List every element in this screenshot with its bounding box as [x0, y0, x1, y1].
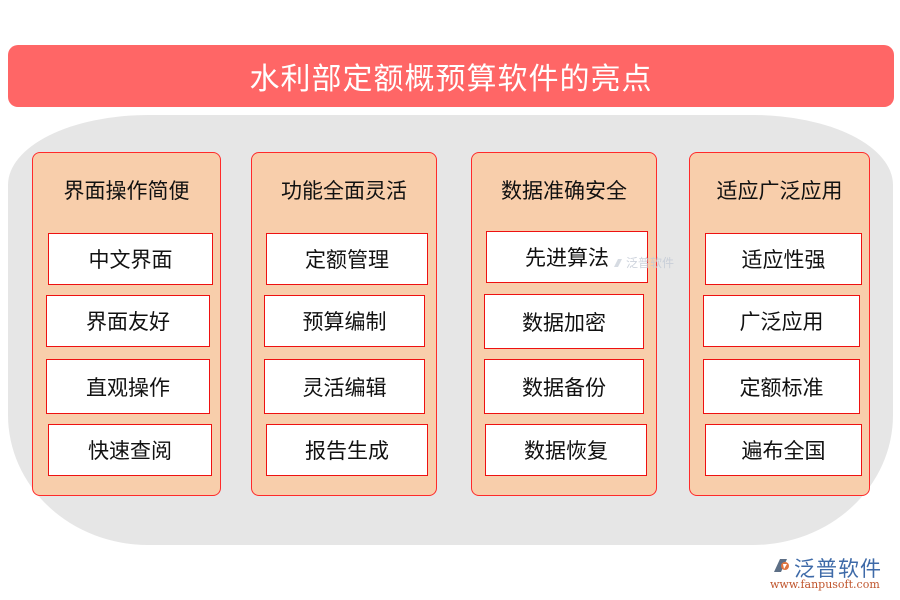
column-header: 数据准确安全	[501, 179, 627, 203]
column-header: 适应广泛应用	[716, 179, 843, 203]
brand-logo: 泛普软件 www.fanpusoft.com	[770, 553, 894, 593]
column-interface: 界面操作简便 中文界面 界面友好 直观操作 快速查阅	[32, 152, 221, 496]
column-header: 功能全面灵活	[281, 179, 407, 203]
feature-item: 数据加密	[484, 294, 644, 349]
watermark: 泛普软件	[612, 254, 674, 271]
feature-item: 数据恢复	[485, 424, 647, 476]
feature-item: 预算编制	[264, 295, 425, 347]
feature-item: 直观操作	[46, 359, 210, 414]
feature-item: 中文界面	[48, 233, 213, 285]
column-data-security: 数据准确安全 先进算法 数据加密 数据备份 数据恢复	[471, 152, 657, 496]
feature-item: 报告生成	[266, 424, 428, 476]
feature-item: 灵活编辑	[264, 359, 425, 414]
column-functions: 功能全面灵活 定额管理 预算编制 灵活编辑 报告生成	[251, 152, 437, 496]
feature-item: 界面友好	[46, 295, 210, 347]
feature-item: 定额管理	[266, 233, 428, 285]
feature-item: 数据备份	[484, 359, 644, 414]
title-banner: 水利部定额概预算软件的亮点	[8, 45, 894, 107]
watermark-text: 泛普软件	[626, 256, 675, 270]
column-header: 界面操作简便	[63, 179, 190, 203]
feature-item: 定额标准	[703, 359, 860, 414]
feature-item: 广泛应用	[703, 295, 860, 347]
feature-item: 先进算法	[486, 231, 648, 283]
feature-item: 遍布全国	[705, 424, 862, 476]
page-title: 水利部定额概预算软件的亮点	[249, 62, 653, 97]
brand-url: www.fanpusoft.com	[770, 578, 880, 591]
feature-item: 适应性强	[705, 233, 862, 285]
brand-name: 泛普软件	[794, 557, 882, 581]
fanpu-logo-icon	[774, 559, 789, 572]
watermark-logo-icon	[614, 258, 622, 267]
column-applications: 适应广泛应用 适应性强 广泛应用 定额标准 遍布全国	[689, 152, 870, 496]
feature-item: 快速查阅	[48, 424, 212, 476]
